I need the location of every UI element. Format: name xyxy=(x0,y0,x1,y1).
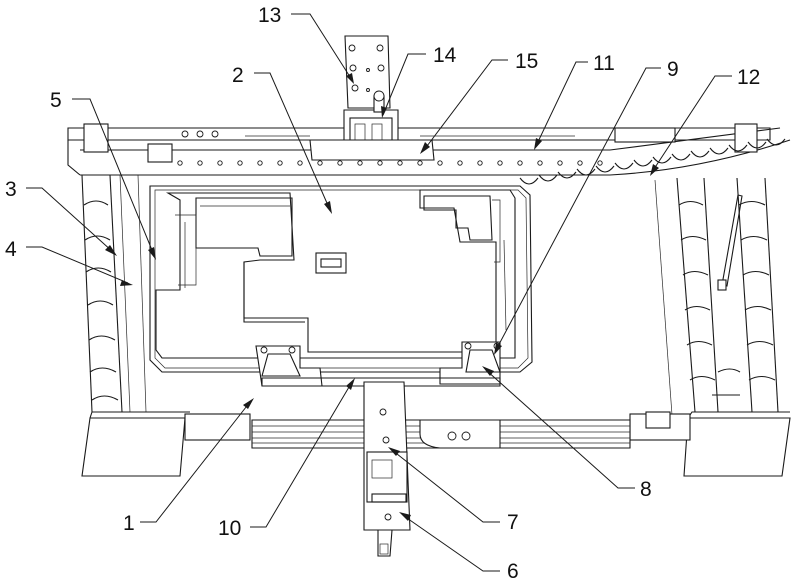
rail-hole xyxy=(397,160,403,166)
front-locating-block-left xyxy=(255,345,323,387)
rail-hole xyxy=(257,160,263,166)
front-bar xyxy=(261,377,501,387)
rail-hole xyxy=(577,160,583,166)
base-plate xyxy=(149,185,533,373)
rail-hole xyxy=(537,160,543,166)
rail-scallops xyxy=(519,138,786,185)
rail-hole xyxy=(477,160,483,166)
callout-label-4: 4 xyxy=(5,238,17,261)
roller-scallop xyxy=(614,162,634,170)
callout-7: 7 xyxy=(388,447,519,534)
callout-label-9: 9 xyxy=(667,58,679,81)
carrier-plate xyxy=(155,189,516,359)
callouts: 13 14 15 11 9 12 xyxy=(5,4,760,583)
roller-scallop xyxy=(652,156,672,164)
callout-label-12: 12 xyxy=(737,66,760,89)
belt-pulley-housing xyxy=(419,419,501,449)
callout-5: 5 xyxy=(50,89,156,260)
roller-scallop xyxy=(728,144,748,152)
center-window xyxy=(315,252,347,274)
callout-4: 4 xyxy=(5,238,133,286)
callout-15: 15 xyxy=(420,50,538,154)
callout-label-15: 15 xyxy=(515,50,538,73)
callout-label-5: 5 xyxy=(50,89,62,112)
callout-label-7: 7 xyxy=(507,511,519,534)
rail-hole xyxy=(337,160,343,166)
callout-3: 3 xyxy=(5,178,117,256)
roller-scallop xyxy=(633,159,653,167)
rail-hole xyxy=(217,160,223,166)
rail-hole xyxy=(377,160,383,166)
rail-hole xyxy=(497,160,503,166)
callout-2: 2 xyxy=(232,64,332,214)
callout-label-1: 1 xyxy=(123,512,135,535)
rail-hole xyxy=(597,160,603,166)
callout-1: 1 xyxy=(123,398,254,535)
roller-scallop xyxy=(671,153,691,161)
callout-8: 8 xyxy=(482,366,652,501)
roller-scallop xyxy=(519,177,539,185)
rail-hole xyxy=(517,160,523,166)
rail-hole xyxy=(317,160,323,166)
cylinder-base-plate xyxy=(309,139,435,161)
rail-hole xyxy=(457,160,463,166)
rail-hole xyxy=(177,160,183,166)
callout-9: 9 xyxy=(494,58,679,355)
callout-label-3: 3 xyxy=(5,178,17,201)
right-roller-columns xyxy=(654,177,779,416)
rail-holes xyxy=(177,130,603,166)
roller-scallop xyxy=(690,150,710,158)
rail-hole xyxy=(297,160,303,166)
roller-scallop xyxy=(557,171,577,179)
slider-carriage xyxy=(363,381,411,557)
rail-hole xyxy=(197,160,203,166)
right-end-plate xyxy=(629,411,791,477)
callout-label-2: 2 xyxy=(232,64,244,87)
callout-11: 11 xyxy=(534,52,615,150)
roller-scallop xyxy=(747,141,767,149)
rail-hole xyxy=(417,160,423,166)
rail-bolt xyxy=(211,130,219,138)
callout-label-14: 14 xyxy=(433,44,457,67)
callout-label-10: 10 xyxy=(218,517,241,540)
rail-bolt xyxy=(181,130,189,138)
callout-10: 10 xyxy=(218,378,355,540)
roller-scallop xyxy=(576,168,596,176)
callout-12: 12 xyxy=(650,66,760,176)
callout-label-6: 6 xyxy=(507,560,519,583)
callout-6: 6 xyxy=(399,512,519,583)
rail-hole xyxy=(237,160,243,166)
rail-hole xyxy=(557,160,563,166)
rail-bolt xyxy=(196,130,204,138)
callout-label-13: 13 xyxy=(258,4,281,27)
rail-hole xyxy=(357,160,363,166)
callout-label-8: 8 xyxy=(640,478,652,501)
rail-hole xyxy=(437,160,443,166)
left-end-plate xyxy=(81,411,251,477)
top-rail xyxy=(67,123,791,176)
vertical-mount-plate xyxy=(344,35,391,109)
roller-scallop xyxy=(766,138,786,146)
callout-14: 14 xyxy=(381,44,457,118)
roller-scallop xyxy=(709,147,729,155)
roller-scallop xyxy=(595,165,615,173)
rail-hole xyxy=(277,160,283,166)
left-roller-column xyxy=(81,174,147,413)
callout-13: 13 xyxy=(258,4,354,84)
callout-label-11: 11 xyxy=(593,52,615,75)
roller-scallop xyxy=(538,174,558,182)
